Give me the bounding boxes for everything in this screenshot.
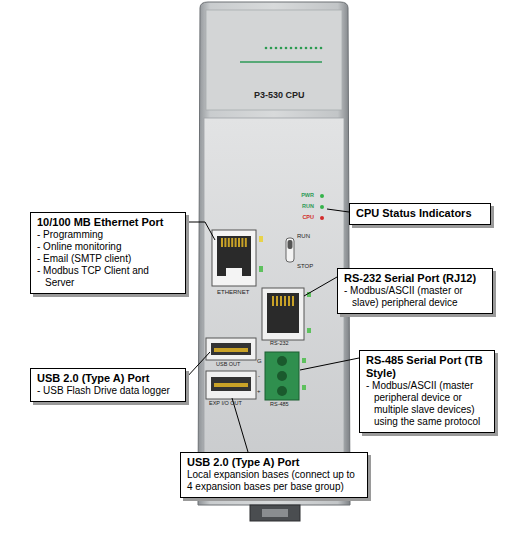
pin-stroke bbox=[238, 238, 240, 247]
panel-label: PWR bbox=[301, 193, 314, 199]
pin-stroke bbox=[245, 238, 247, 247]
panel-label: G bbox=[257, 358, 262, 364]
panel-label: - bbox=[258, 373, 260, 379]
callout-box: USB 2.0 (Type A) PortLocal expansion bas… bbox=[180, 452, 368, 498]
vent-dot bbox=[295, 47, 298, 50]
vent-dot bbox=[275, 47, 278, 50]
pin-stroke bbox=[241, 238, 243, 247]
vent-dot bbox=[320, 47, 323, 50]
panel-label: RUN bbox=[297, 233, 310, 239]
pin-stroke bbox=[272, 296, 274, 306]
callout-heading: USB 2.0 (Type A) Port bbox=[37, 372, 179, 385]
pin-stroke bbox=[280, 296, 282, 306]
panel-label: CPU bbox=[302, 215, 314, 221]
panel-label: EXP I/O OUT bbox=[209, 401, 242, 407]
vent-dot bbox=[265, 47, 268, 50]
panel-label: USB OUT bbox=[216, 362, 240, 368]
vent-dot bbox=[290, 47, 293, 50]
callout-text: - USB Flash Drive data logger bbox=[37, 385, 179, 397]
callout-text: - Programming bbox=[37, 229, 179, 241]
callout-text: - Modbus TCP Client and Server bbox=[37, 265, 179, 289]
panel-label: RS-232 bbox=[270, 341, 289, 347]
pin-stroke bbox=[235, 238, 237, 247]
callout-box: RS-232 Serial Port (RJ12)- Modbus/ASCII … bbox=[337, 268, 493, 314]
callout-box: USB 2.0 (Type A) Port- USB Flash Drive d… bbox=[30, 368, 186, 402]
panel-label: P3-530 CPU bbox=[254, 91, 305, 100]
callout-text: - Modbus/ASCII (master peripheral device… bbox=[366, 380, 488, 428]
pin-stroke bbox=[276, 296, 278, 306]
panel-label: RUN bbox=[302, 204, 314, 210]
callout-box: CPU Status Indicators bbox=[349, 203, 491, 225]
callout-text: Local expansion bases (connect up to 4 e… bbox=[187, 469, 361, 493]
panel-label: + bbox=[257, 388, 261, 394]
callout-text: - Email (SMTP client) bbox=[37, 253, 179, 265]
callout-heading: RS-485 Serial Port (TB Style) bbox=[366, 354, 488, 380]
callout-box: RS-485 Serial Port (TB Style)- Modbus/AS… bbox=[359, 350, 495, 433]
pin-stroke bbox=[292, 296, 294, 306]
vent-dot bbox=[300, 47, 303, 50]
callout-heading: USB 2.0 (Type A) Port bbox=[187, 456, 361, 469]
callout-box: 10/100 MB Ethernet Port- Programming- On… bbox=[30, 212, 186, 294]
panel-label: STOP bbox=[297, 263, 313, 269]
callout-heading: CPU Status Indicators bbox=[356, 207, 484, 220]
vent-dot bbox=[315, 47, 318, 50]
vent-dot bbox=[280, 47, 283, 50]
callout-text: - Modbus/ASCII (master or slave) periphe… bbox=[344, 285, 486, 309]
vent-dot bbox=[270, 47, 273, 50]
vent-dot bbox=[305, 47, 308, 50]
callout-heading: RS-232 Serial Port (RJ12) bbox=[344, 272, 486, 285]
pin-stroke bbox=[288, 296, 290, 306]
pin-stroke bbox=[221, 238, 223, 247]
pin-stroke bbox=[228, 238, 230, 247]
callout-text: - Online monitoring bbox=[37, 241, 179, 253]
vent-dot bbox=[285, 47, 288, 50]
panel-label: ETHERNET bbox=[217, 289, 249, 295]
callout-heading: 10/100 MB Ethernet Port bbox=[37, 216, 179, 229]
pin-stroke bbox=[284, 296, 286, 306]
pin-stroke bbox=[224, 238, 226, 247]
vent-dot bbox=[310, 47, 313, 50]
pin-stroke bbox=[231, 238, 233, 247]
panel-label: RS-485 bbox=[270, 402, 289, 408]
